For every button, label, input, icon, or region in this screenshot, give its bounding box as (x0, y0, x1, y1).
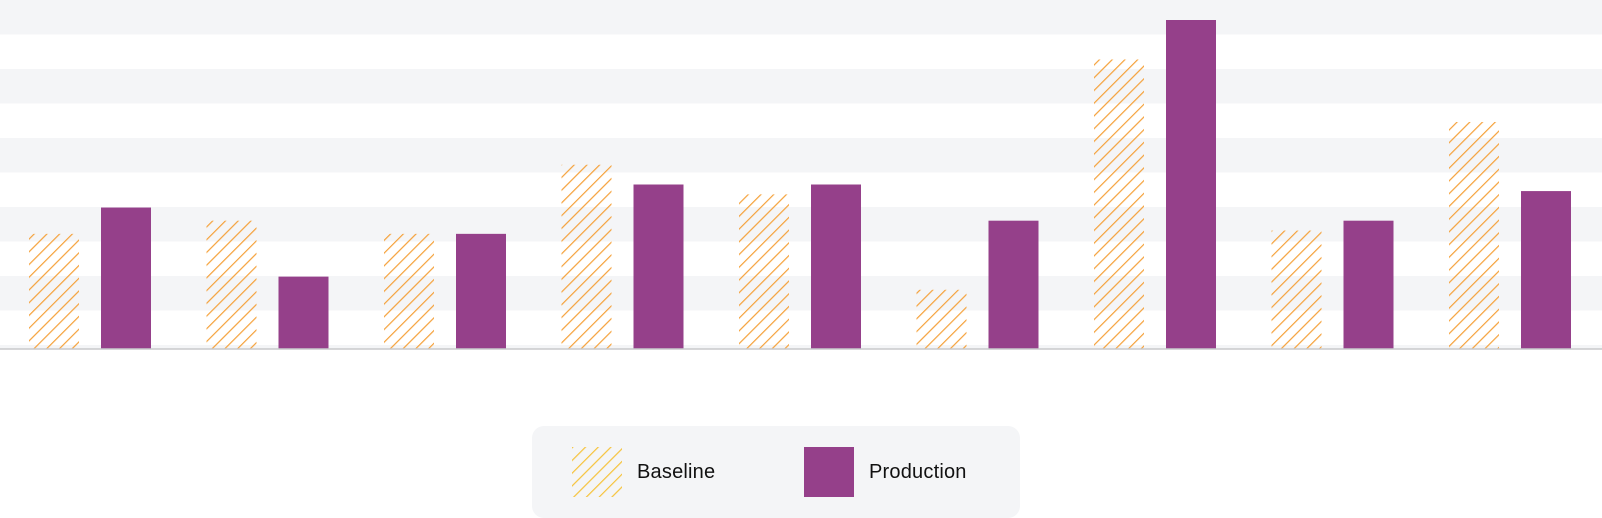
production-bar (101, 207, 151, 349)
production-bar (1521, 191, 1571, 349)
production-bar (456, 233, 506, 349)
bars (29, 20, 1571, 350)
baseline-bar (29, 233, 79, 349)
baseline-swatch-icon (572, 447, 622, 497)
grid-band (0, 0, 1602, 35)
production-bar (1343, 220, 1394, 349)
baseline-bar (1094, 59, 1144, 349)
grid-band (0, 207, 1602, 242)
grid-band (0, 345, 1602, 349)
production-bar (811, 184, 861, 349)
production-bar (1166, 20, 1216, 349)
baseline-bar (384, 233, 434, 349)
grid-band (0, 138, 1602, 173)
baseline-bar (916, 289, 967, 349)
baseline-bar (206, 220, 257, 349)
grid-bands (0, 0, 1602, 349)
legend-item-baseline: Baseline (572, 447, 804, 497)
grid-band (0, 276, 1602, 311)
bar-chart (0, 0, 1602, 350)
legend-label-production: Production (869, 460, 967, 483)
baseline-bar (1271, 230, 1322, 349)
grid-band (0, 69, 1602, 104)
production-bar (988, 220, 1039, 349)
baseline-bar (739, 194, 789, 349)
baseline-bar (1449, 121, 1499, 350)
legend-label-baseline: Baseline (637, 460, 716, 483)
production-swatch-icon (804, 447, 854, 497)
legend-item-production: Production (804, 447, 967, 497)
production-bar (633, 184, 684, 349)
baseline-bar (561, 164, 612, 349)
legend: Baseline Production (532, 426, 1020, 518)
production-bar (278, 276, 329, 349)
